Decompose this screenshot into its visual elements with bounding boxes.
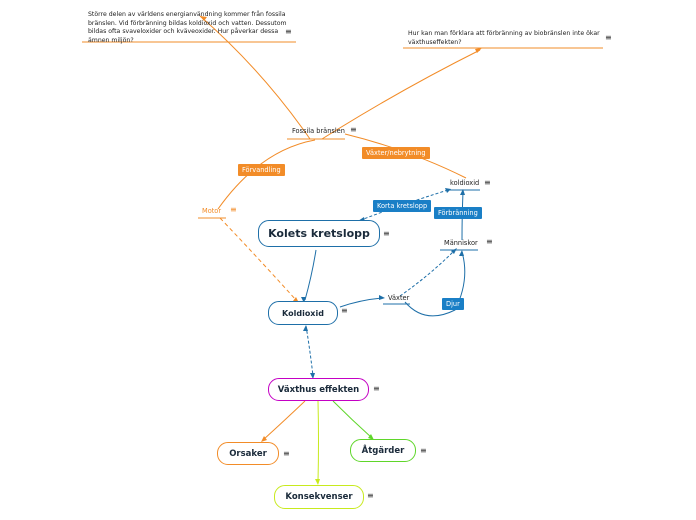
- arrowhead: [379, 295, 385, 300]
- node-vaxthus-label: Växthus effekten: [277, 384, 360, 395]
- node-kolets-kretslopp[interactable]: Kolets kretslopp: [258, 220, 380, 247]
- menu-icon[interactable]: ≡: [283, 449, 290, 458]
- node-konsekvenser-label: Konsekvenser: [285, 492, 353, 502]
- menu-icon[interactable]: ≡: [367, 491, 374, 500]
- fossil-question-note: Större delen av världens energianvändnin…: [88, 11, 287, 44]
- menu-icon[interactable]: ≡: [373, 384, 380, 393]
- menu-icon[interactable]: ≡: [350, 125, 357, 134]
- node-konsekvenser[interactable]: Konsekvenser: [274, 485, 364, 509]
- menu-icon[interactable]: ≡: [484, 178, 491, 187]
- connector-fossila-to-motor: [217, 139, 316, 210]
- connector-vaxthus-to-konsekvenser: [317, 400, 319, 483]
- menu-icon[interactable]: ≡: [230, 205, 237, 214]
- connector-kolets-to-koldioxid: [304, 249, 317, 301]
- arrowhead: [200, 16, 207, 21]
- connector-koldioxid-to-vaxter: [339, 297, 383, 308]
- connector-fossila-to-biofuel: [321, 49, 481, 140]
- connector-koldioxid-to-vaxthus: [305, 325, 314, 377]
- node-vaxter[interactable]: Växter: [388, 294, 410, 302]
- node-motor[interactable]: Motor: [202, 207, 222, 215]
- menu-icon[interactable]: ≡: [605, 33, 612, 42]
- node-orsaker-label: Orsaker: [229, 448, 267, 459]
- arrowhead: [460, 189, 465, 195]
- node-atgarder[interactable]: Åtgärder: [350, 439, 416, 462]
- node-koldioxid[interactable]: Koldioxid: [268, 301, 338, 325]
- label-korta-kretslopp[interactable]: Korta kretslopp: [373, 200, 432, 212]
- connector-vaxthus-to-atgarder: [332, 400, 373, 439]
- connector-fossila-to-question: [199, 15, 311, 140]
- node-vaxthus-effekten[interactable]: Växthus effekten: [268, 378, 369, 401]
- connector-vaxter-to-manniskor: [399, 249, 456, 297]
- node-fossila-branslen[interactable]: Fossila bränslen: [292, 127, 345, 135]
- biofuel-question-note: Hur kan man förklara att förbränning av …: [408, 30, 600, 46]
- connector-motor-to-koldioxid: [219, 217, 297, 301]
- node-manniskor[interactable]: Människor: [444, 239, 478, 247]
- menu-icon[interactable]: ≡: [285, 27, 292, 36]
- connector-vaxter-djur-to-manniskor: [404, 251, 466, 317]
- node-koldioxid-label: Koldioxid: [282, 308, 324, 318]
- node-orsaker[interactable]: Orsaker: [217, 442, 279, 465]
- label-forbranning[interactable]: Förbränning: [434, 207, 482, 219]
- arrowhead: [368, 434, 374, 440]
- arrowhead: [310, 373, 315, 379]
- node-atgarder-label: Åtgärder: [361, 445, 405, 456]
- arrowhead: [301, 297, 306, 303]
- label-djur[interactable]: Djur: [442, 298, 464, 310]
- menu-icon[interactable]: ≡: [420, 446, 427, 455]
- label-vaxter-nebrytning[interactable]: Växter/nebrytning: [362, 147, 430, 159]
- menu-icon[interactable]: ≡: [341, 306, 348, 315]
- menu-icon[interactable]: ≡: [383, 229, 390, 238]
- arrowhead: [459, 250, 464, 256]
- arrowhead: [315, 479, 320, 485]
- label-forvandling[interactable]: Förvandling: [238, 164, 285, 176]
- node-koldioxid-small[interactable]: koldioxid: [450, 179, 480, 187]
- node-kolets-kretslopp-label: Kolets kretslopp: [268, 227, 370, 240]
- arrowhead: [303, 325, 308, 331]
- arrowhead: [261, 436, 267, 442]
- arrowhead: [475, 48, 482, 53]
- connector-vaxthus-to-orsaker: [262, 400, 306, 441]
- menu-icon[interactable]: ≡: [486, 237, 493, 246]
